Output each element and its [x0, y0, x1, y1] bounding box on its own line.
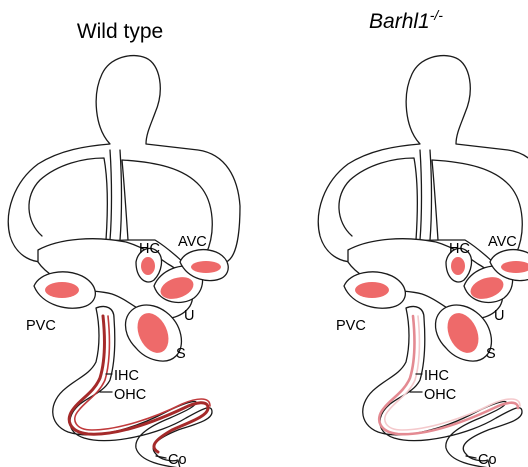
wt-label-ohc: OHC [114, 387, 146, 403]
wt-label-co: Co [168, 452, 187, 467]
ko-label-u: U [494, 308, 504, 324]
wild-type-ear [8, 56, 240, 467]
wt-label-ihc: IHC [114, 368, 139, 384]
wt-hc-crista [141, 257, 155, 275]
ko-label-s: S [486, 346, 496, 362]
ko-label-avc: AVC [488, 234, 517, 250]
panel-title-wild-type: Wild type [77, 20, 163, 43]
ko-label-hc: HC [449, 241, 470, 257]
ko-pvc-crista [355, 282, 389, 298]
ko-label-ohc: OHC [424, 387, 456, 403]
wt-avc-crista [191, 261, 221, 273]
ko-hc-crista [451, 257, 465, 275]
wt-pvc-crista [45, 282, 79, 298]
wt-label-hc: HC [139, 241, 160, 257]
knockout-genotype-superscript: -/- [430, 7, 444, 23]
ko-label-co: Co [478, 452, 497, 467]
knockout-ear [318, 56, 528, 467]
wt-label-pvc: PVC [26, 318, 56, 334]
wt-label-avc: AVC [178, 234, 207, 250]
wt-label-u: U [184, 308, 194, 324]
wt-label-s: S [176, 346, 186, 362]
knockout-gene-name: Barhl1 [369, 10, 430, 33]
panel-title-knockout: Barhl1-/- [369, 7, 443, 33]
ko-label-ihc: IHC [424, 368, 449, 384]
ko-label-pvc: PVC [336, 318, 366, 334]
